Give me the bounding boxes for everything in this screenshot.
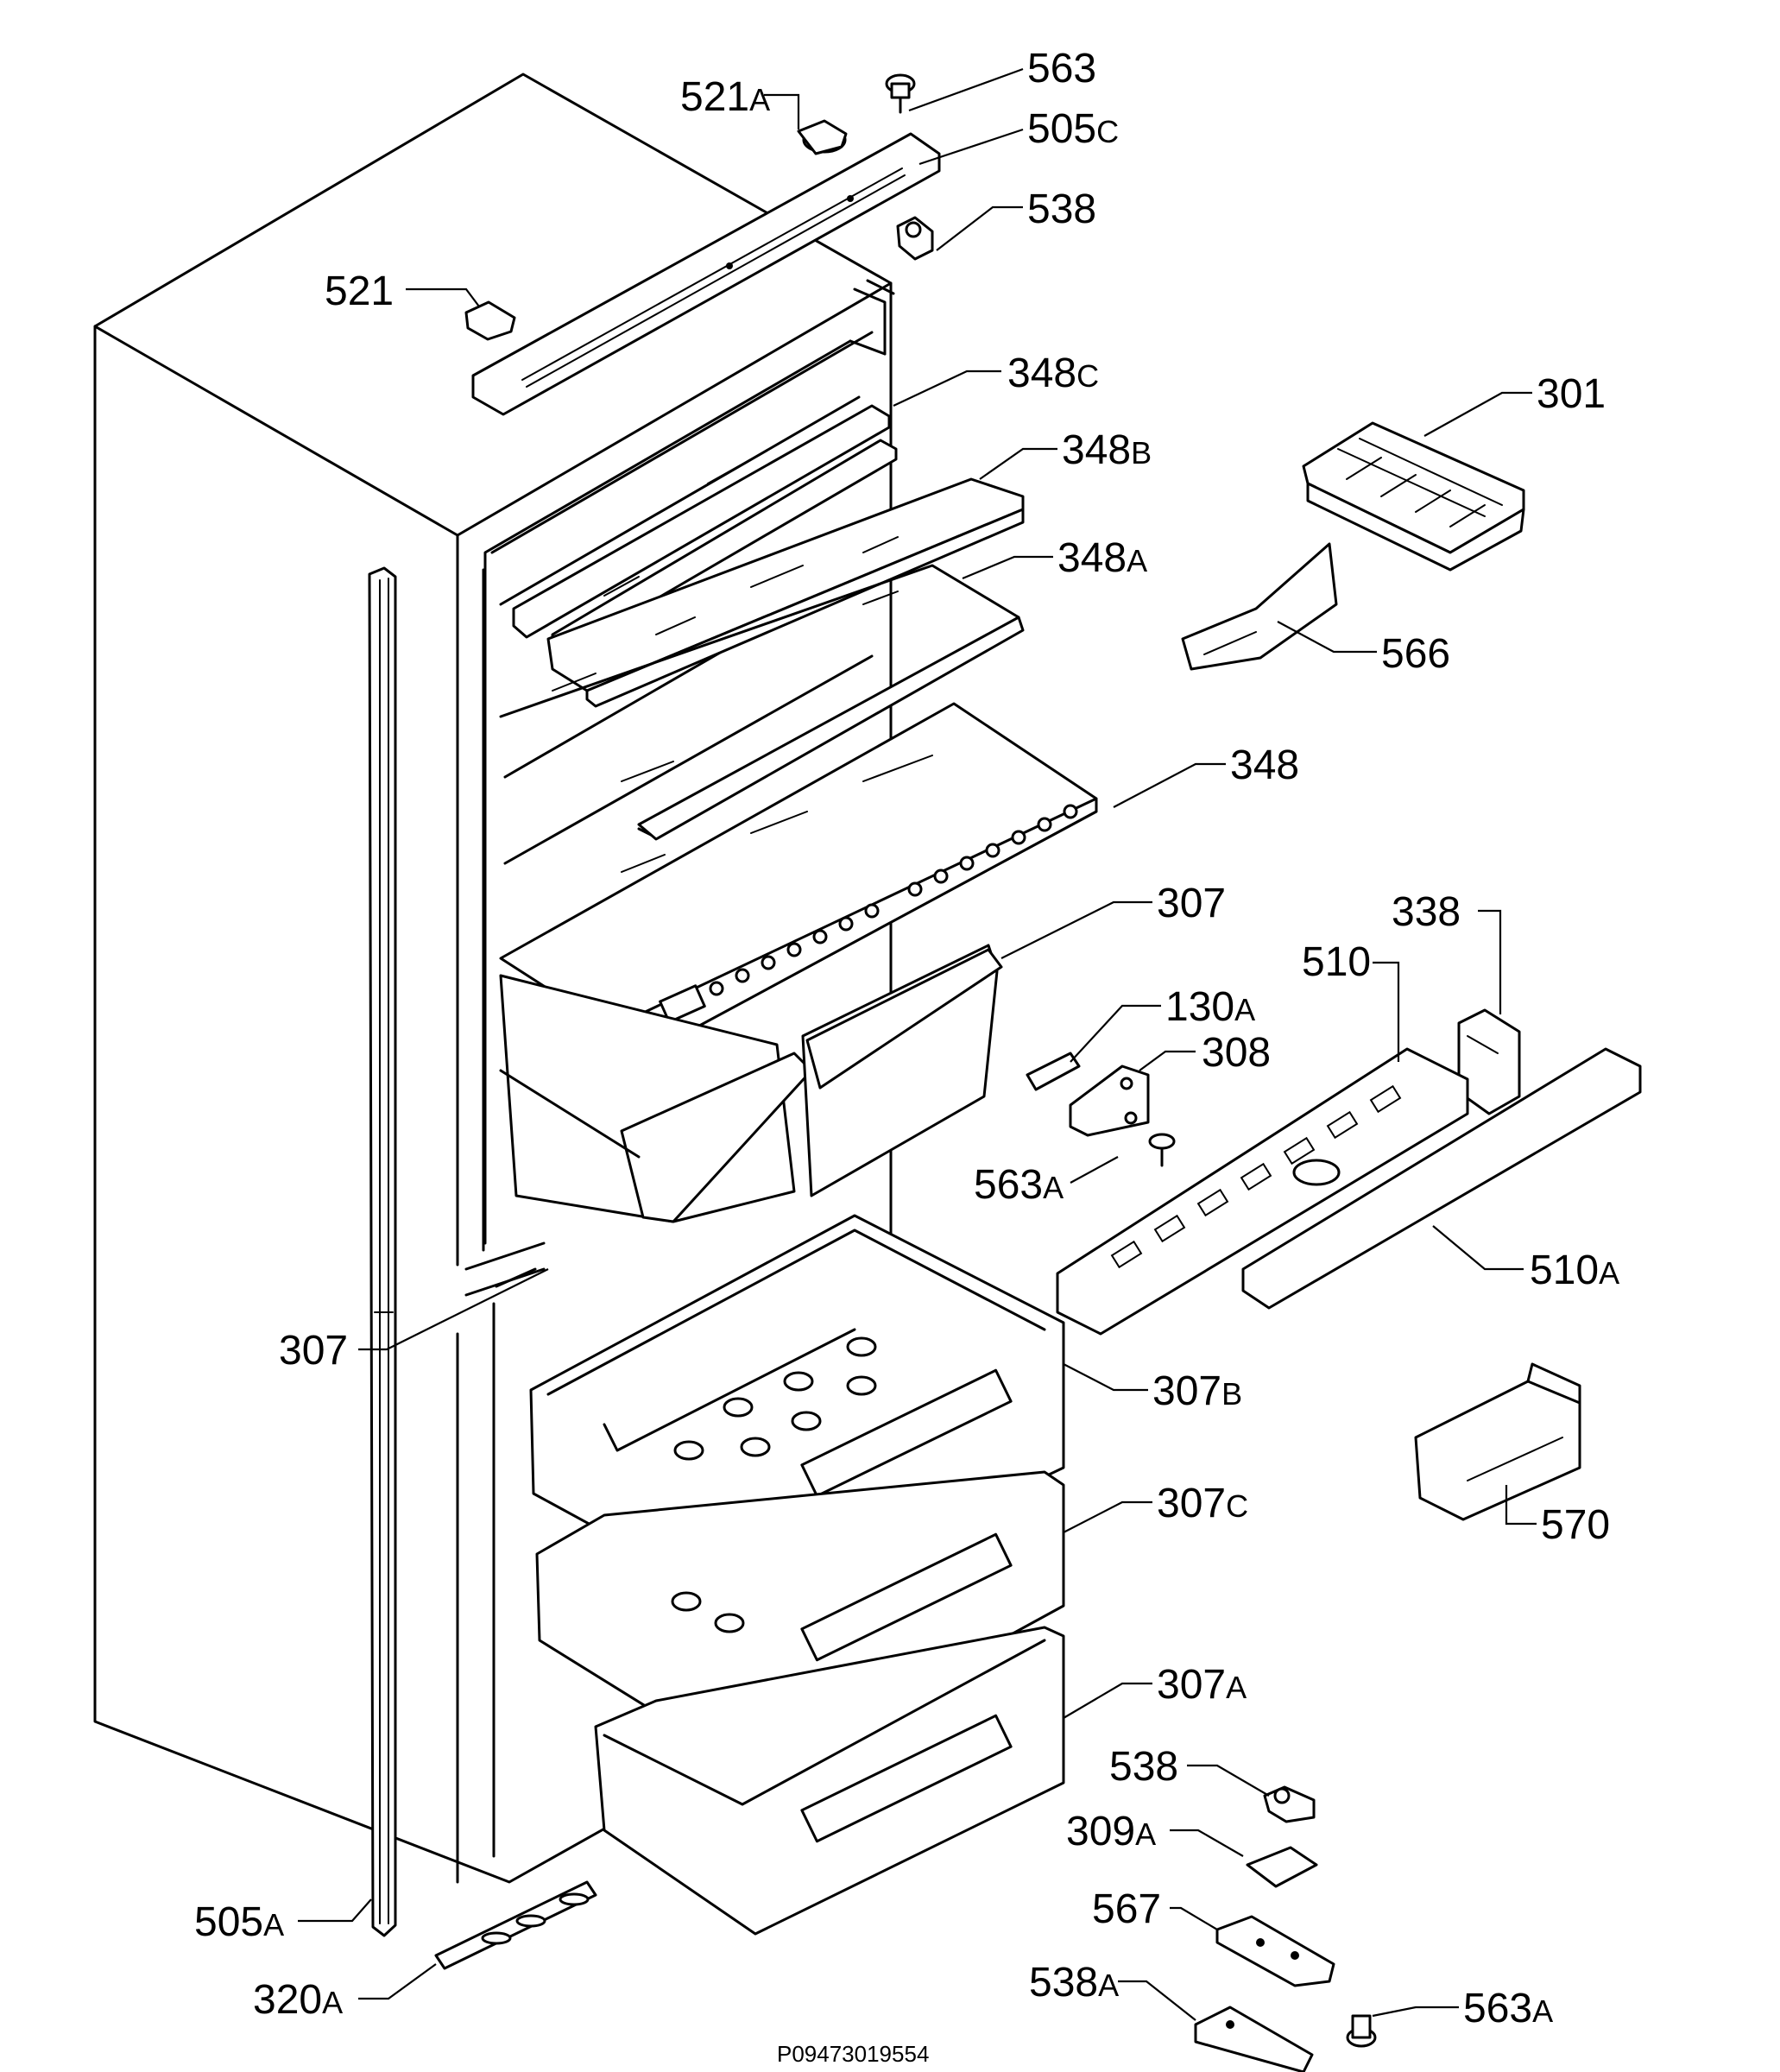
label-505c: 505C — [1027, 106, 1119, 152]
plate-309a — [1246, 1846, 1318, 1888]
ice-scoop — [1181, 542, 1338, 671]
label-320a: 320A — [253, 1977, 343, 2023]
label-307c: 307C — [1157, 1481, 1248, 1526]
hinge-cap-521a — [797, 119, 848, 155]
label-538a: 538A — [1029, 1960, 1119, 2006]
label-348b: 348B — [1062, 427, 1152, 473]
glass-shelf-348 — [499, 702, 1098, 1051]
label-307b: 307B — [1152, 1368, 1242, 1414]
freezer-drawer-307a — [594, 1626, 1065, 1936]
clip-130a — [1026, 1052, 1081, 1091]
label-521a: 521A — [680, 74, 770, 120]
crisper-drawer-right — [801, 944, 1003, 1197]
hinge-cap-521 — [464, 300, 516, 341]
shelf-348b — [546, 477, 1025, 708]
hinge-plate-567 — [1215, 1915, 1335, 1987]
label-348a: 348A — [1057, 535, 1147, 581]
bolt-563a-bottom — [1346, 2014, 1377, 2048]
drawing-code: P09473019554 — [777, 2041, 929, 2067]
label-521: 521 — [325, 268, 394, 314]
label-538-bottom: 538 — [1109, 1744, 1178, 1790]
label-570: 570 — [1541, 1502, 1610, 1548]
label-307-left: 307 — [279, 1328, 348, 1374]
shelf-348c — [512, 404, 898, 654]
hinge-plate-538a — [1194, 2006, 1314, 2072]
rail-510 — [1056, 1047, 1469, 1336]
door-seal-strip — [368, 566, 397, 1937]
butter-box-570 — [1414, 1362, 1581, 1521]
part-labels: 563 521A 505C 538 521 348C 301 348B 348A… — [194, 46, 1619, 2031]
top-strip — [471, 132, 941, 416]
label-308: 308 — [1202, 1030, 1271, 1076]
label-510: 510 — [1302, 939, 1371, 985]
label-348c: 348C — [1007, 351, 1099, 396]
label-563: 563 — [1027, 46, 1096, 92]
label-563a-mid: 563A — [974, 1162, 1064, 1208]
label-348: 348 — [1230, 742, 1299, 788]
hinge-bracket-308 — [1069, 1064, 1150, 1137]
leader-lines — [298, 67, 1537, 2021]
label-301: 301 — [1537, 371, 1606, 417]
label-307a: 307A — [1157, 1662, 1247, 1708]
crisper-drawer-left — [499, 974, 813, 1223]
label-566: 566 — [1381, 631, 1450, 677]
hinge-pin-538-top — [896, 216, 934, 261]
label-563a-bottom: 563A — [1463, 1986, 1553, 2031]
hinge-pin-538-bottom — [1263, 1785, 1316, 1823]
control-panel-dots — [709, 804, 1078, 996]
bolt-563a-mid — [1148, 1133, 1176, 1167]
label-307-top: 307 — [1157, 881, 1226, 926]
label-309a: 309A — [1066, 1809, 1156, 1854]
ice-tray — [1302, 421, 1525, 572]
label-338: 338 — [1392, 889, 1461, 935]
drawer-holes-307b — [673, 1336, 877, 1461]
rail-cover-510a — [1241, 1047, 1642, 1310]
bolt-563-top — [885, 73, 916, 114]
label-538-top: 538 — [1027, 186, 1096, 232]
label-505a: 505A — [194, 1899, 284, 1945]
label-567: 567 — [1092, 1886, 1161, 1932]
upper-frame — [483, 339, 887, 1245]
label-510a: 510A — [1530, 1248, 1619, 1293]
label-130a: 130A — [1165, 984, 1255, 1030]
hinge-plate-320a — [434, 1880, 597, 1970]
shelf-348a — [499, 564, 1025, 841]
